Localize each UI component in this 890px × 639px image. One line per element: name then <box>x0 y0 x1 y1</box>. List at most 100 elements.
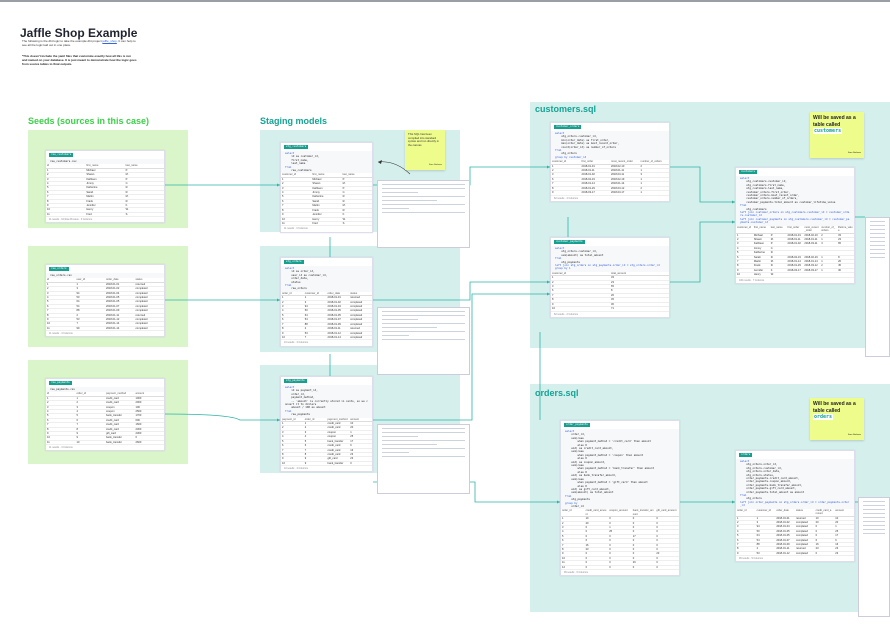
column-header[interactable]: payment_method <box>105 392 135 397</box>
column-header[interactable]: first_name <box>752 225 770 234</box>
query-preview-customers[interactable] <box>377 180 470 248</box>
column-header[interactable]: credit_card_amount <box>584 509 609 518</box>
column-header[interactable]: first_name <box>85 164 125 169</box>
sql-code[interactable]: raw_payments.csv <box>46 387 164 393</box>
column-header[interactable]: credit_card_amount <box>814 508 835 517</box>
table-cell: 2 <box>639 164 669 170</box>
column-header[interactable]: id <box>46 278 76 283</box>
column-header[interactable]: order_id <box>281 291 304 297</box>
column-header[interactable]: payment_method <box>326 417 350 423</box>
offscreen-preview-orders[interactable] <box>858 497 890 617</box>
sticky-text: Will be saved as a table called <box>813 115 856 128</box>
column-header[interactable]: status <box>349 291 372 297</box>
column-header[interactable]: amount <box>834 508 854 517</box>
sql-line: sum(amount) as total_amount <box>565 491 614 495</box>
column-header[interactable]: coupon_amount <box>608 509 632 518</box>
table-cell <box>837 272 854 278</box>
column-header[interactable]: total_amount <box>610 271 669 277</box>
table-cell: 10 <box>814 516 835 521</box>
column-header[interactable]: customer_id <box>551 160 581 165</box>
column-header[interactable]: customer_id <box>755 508 776 517</box>
sql-code[interactable]: select stg_customers.customer_id, stg_cu… <box>736 176 854 226</box>
column-header[interactable]: order_id <box>736 508 756 517</box>
sql-line: stg_orders.customer_id, <box>555 135 598 139</box>
table-cell: 2018-01-04 <box>775 524 795 530</box>
sticky-note-compiled[interactable]: This SQL has been compiled into standard… <box>405 130 445 170</box>
column-header[interactable]: first_order <box>580 160 610 165</box>
query-preview-payments[interactable] <box>377 424 470 494</box>
column-header[interactable]: customer_id <box>551 271 610 277</box>
column-header[interactable]: first_order <box>786 225 804 234</box>
column-header[interactable]: most_recent_order <box>803 225 821 234</box>
column-header[interactable]: amount <box>134 392 164 397</box>
column-header[interactable]: number_of_orders <box>820 225 838 234</box>
column-header[interactable]: last_name <box>769 225 787 234</box>
column-header[interactable]: amount <box>349 417 372 423</box>
table-cell: 5 <box>561 534 585 540</box>
table-cell: 2018-03-17 <box>786 268 804 274</box>
column-header[interactable]: bank_transfer_amount <box>631 509 656 518</box>
column-header[interactable]: order_date <box>105 278 135 283</box>
column-header[interactable]: lifetime_value <box>837 225 854 234</box>
jaffle-shop-link[interactable]: jaffle_shop <box>102 39 117 43</box>
sticky-note-customers[interactable]: Will be saved as a table called customer… <box>810 112 864 158</box>
column-header[interactable]: number_of_orders <box>639 160 669 165</box>
column-header[interactable]: customer_id <box>736 225 753 234</box>
table-cell: 25 <box>834 529 854 535</box>
table-cell: 6 <box>736 255 753 260</box>
sql-code[interactable]: raw_customers.csv <box>46 159 164 165</box>
query-preview-orders[interactable] <box>377 307 470 375</box>
table-cell: R. <box>341 208 372 214</box>
sql-code[interactable]: select stg_orders.customer_id, sum(amoun… <box>551 246 669 272</box>
column-header[interactable]: status <box>794 508 815 517</box>
column-header[interactable]: customer_id <box>281 173 312 178</box>
sql-code[interactable]: select id as customer_id, first_name, la… <box>281 151 372 174</box>
sql-code[interactable]: select stg_orders.order_id, stg_orders.c… <box>736 459 854 509</box>
column-header[interactable]: first_name <box>311 173 342 178</box>
table-cell: 7 <box>46 308 76 314</box>
table-cell: 1 <box>834 524 854 530</box>
table-cell: 10 <box>75 440 105 446</box>
column-header[interactable]: order_id <box>75 392 105 397</box>
column-header[interactable]: last_name <box>341 173 372 178</box>
column-header[interactable]: most_recent_order <box>610 160 640 165</box>
table-cell: M. <box>769 259 787 265</box>
column-header[interactable]: order_id <box>561 509 585 518</box>
card-label: customer_payments <box>554 240 585 244</box>
column-header[interactable]: id <box>46 164 86 169</box>
column-header[interactable]: id <box>46 392 76 397</box>
column-header[interactable]: order_id <box>303 417 327 423</box>
column-header[interactable]: status <box>134 278 164 283</box>
column-header[interactable]: last_name <box>124 164 164 169</box>
table-cell: 2018-01-05 <box>326 308 350 314</box>
column-header[interactable]: gift_card_amount <box>655 509 679 518</box>
sql-code[interactable]: select id as order_id, user_id as custom… <box>281 266 372 292</box>
offscreen-preview-customers[interactable] <box>865 217 890 357</box>
table-cell: 2 <box>736 520 756 526</box>
sql-code[interactable]: select stg_orders.customer_id, min(order… <box>551 131 669 161</box>
column-header[interactable]: customer_id <box>303 291 327 297</box>
column-header[interactable]: order_date <box>775 508 795 517</box>
column-header[interactable]: order_date <box>326 291 350 297</box>
sql-code[interactable]: select order_id, sum(case when payment_m… <box>561 429 679 510</box>
sql-code[interactable]: select id as payment_id, order_id, payme… <box>281 385 372 418</box>
sql-code[interactable]: raw_orders.csv <box>46 273 164 279</box>
column-header[interactable]: user_id <box>75 278 105 283</box>
table-cell: 0 <box>631 551 656 557</box>
column-header[interactable]: payment_id <box>281 417 304 423</box>
